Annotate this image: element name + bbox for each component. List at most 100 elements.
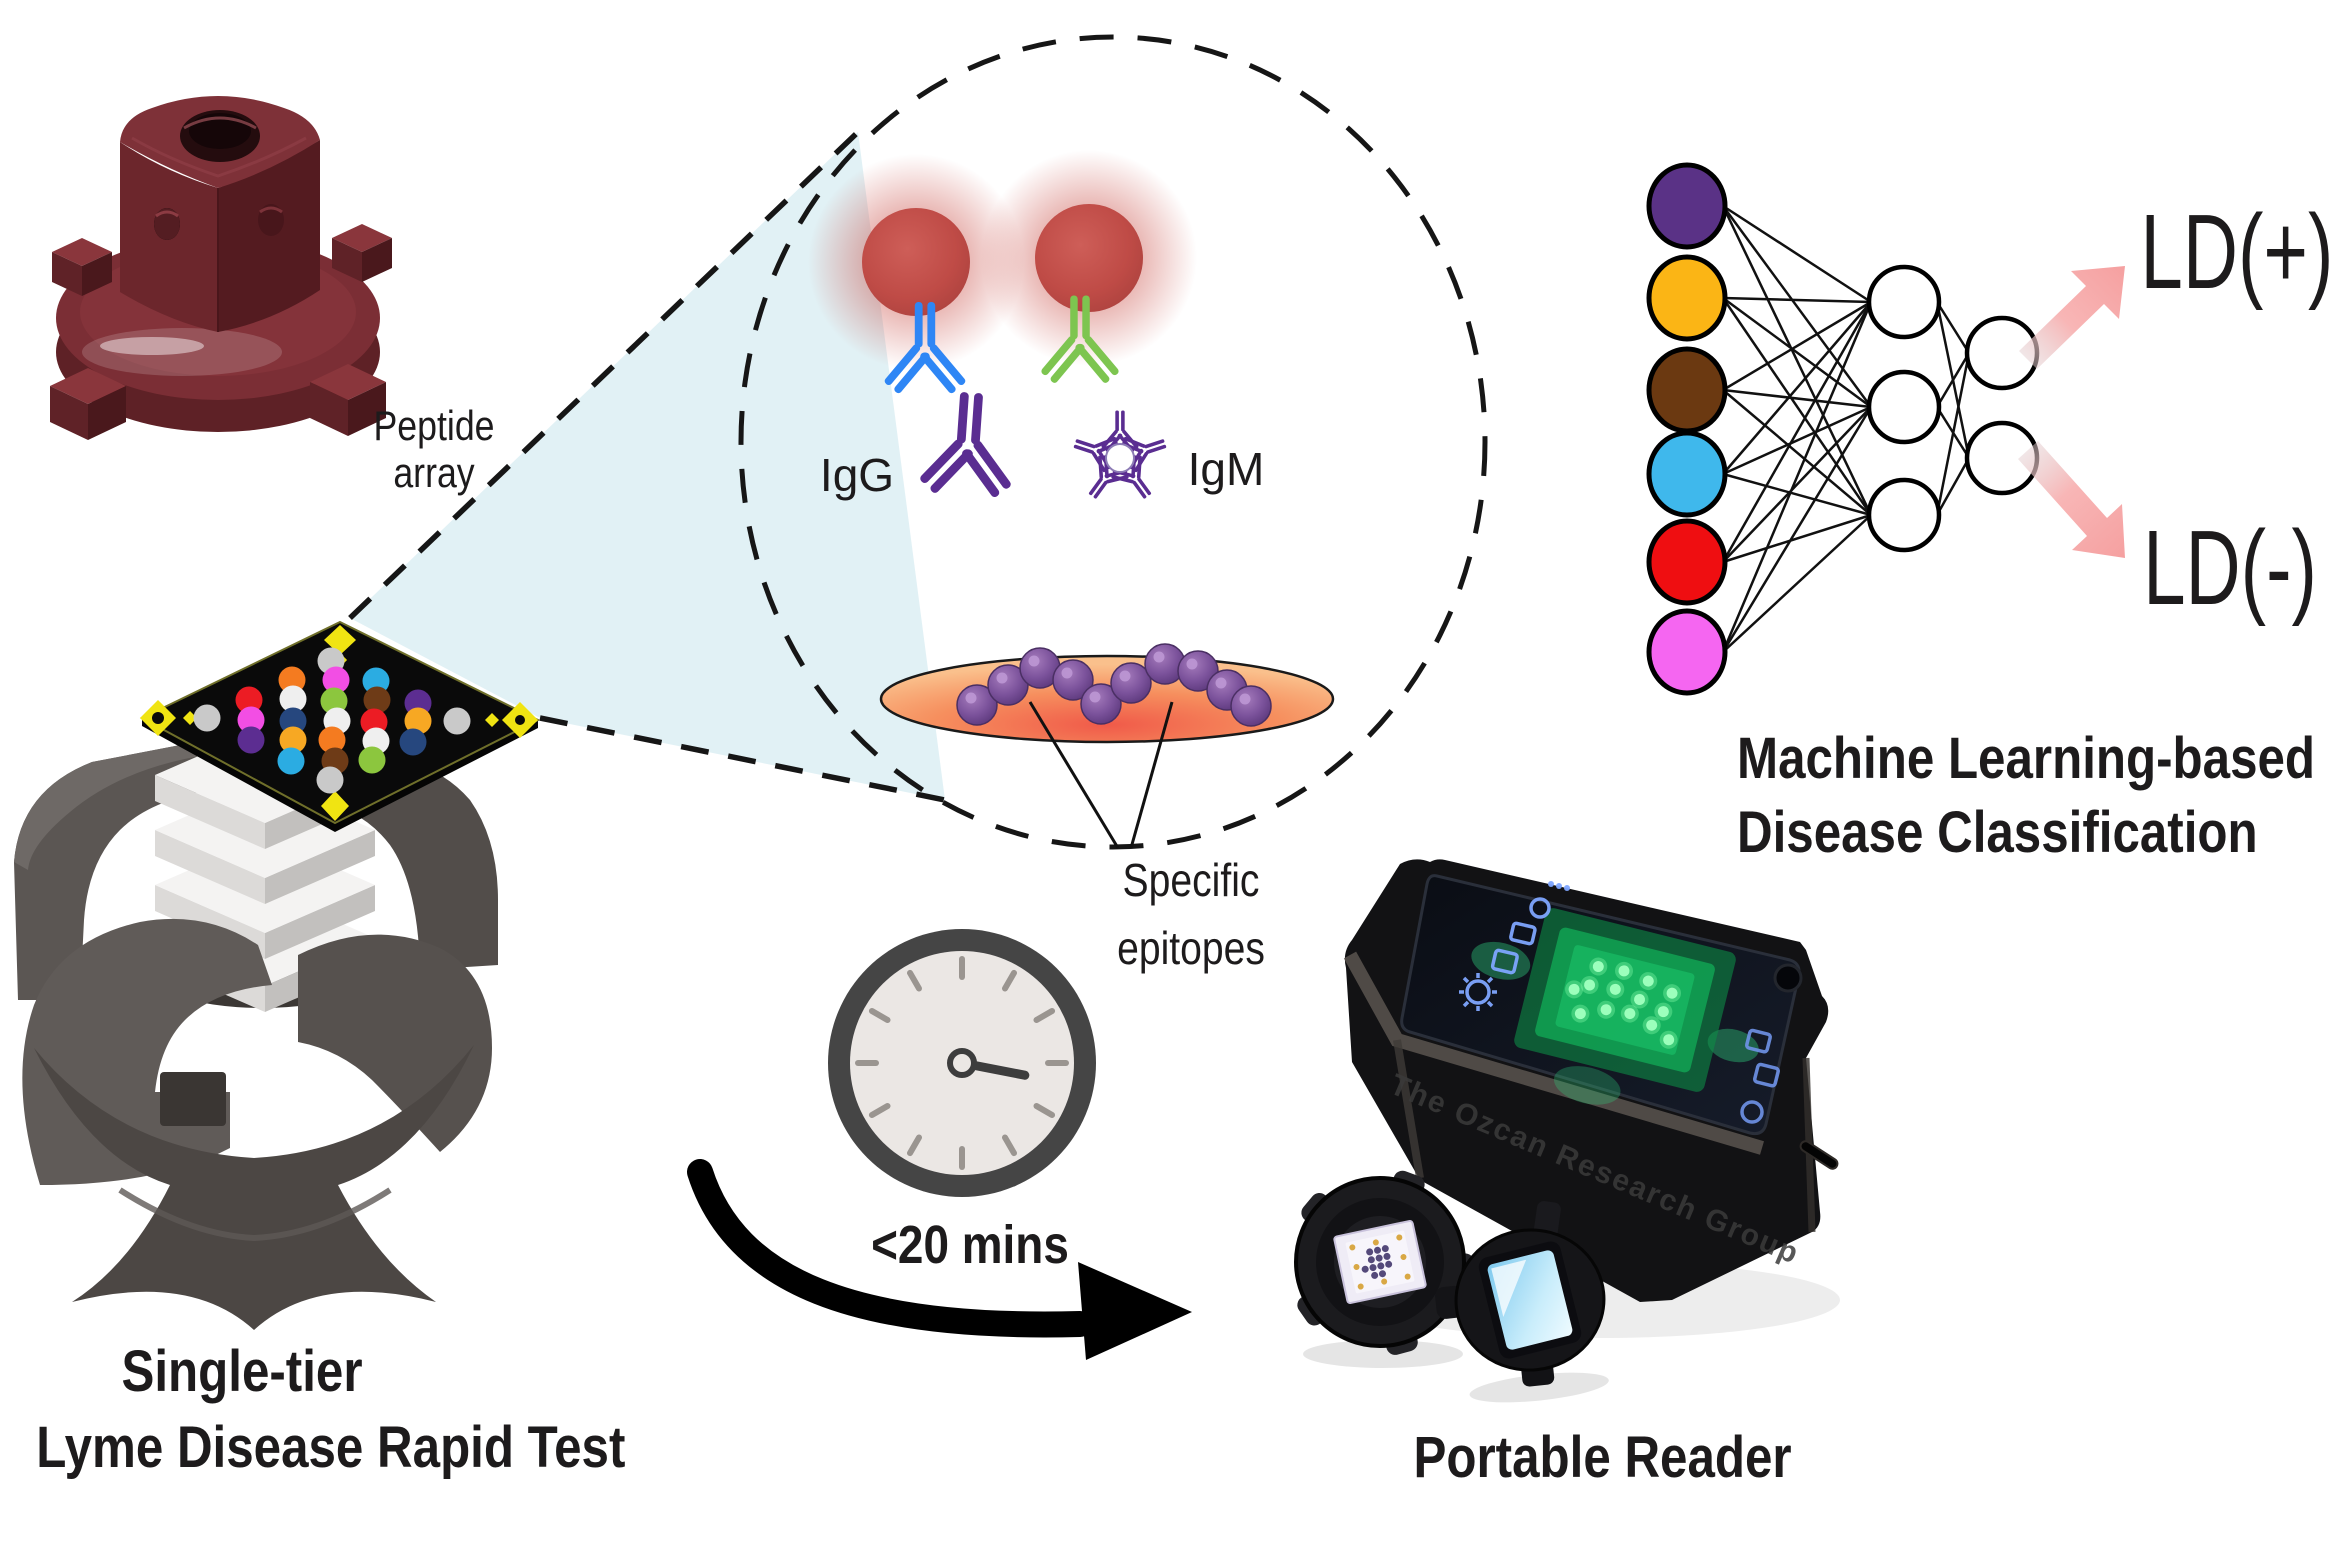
- screen-array-image: [1471, 908, 1759, 1105]
- assay-plate: [155, 775, 265, 849]
- ml-classification-title: Machine Learning-based Disease Classific…: [1737, 726, 2316, 865]
- cap-tab: [50, 368, 126, 440]
- gear-icon-teeth: [1459, 973, 1497, 1011]
- chip-spot: [1381, 1245, 1389, 1253]
- sample-cap: [50, 96, 392, 440]
- chip-spot: [1369, 1264, 1377, 1272]
- peptide-spot: [237, 706, 265, 734]
- fluorescent-dot: [1568, 983, 1580, 995]
- peptide-spot: [193, 704, 221, 732]
- chip-fiducial: [1349, 1244, 1356, 1251]
- igm-pentamer: [1073, 410, 1167, 499]
- peptide-spot: [318, 726, 346, 754]
- assay-time-label: <20 mins: [871, 1215, 1069, 1275]
- sample-cartridge-window: [1435, 1201, 1609, 1403]
- peptide-spot: [279, 726, 307, 754]
- peptide-spot: [362, 667, 390, 695]
- callout-cone-fill: [350, 132, 945, 800]
- nn-input-node: [1646, 254, 1728, 342]
- nn-input-node: [1646, 608, 1728, 696]
- peptide-spot: [278, 666, 306, 694]
- igg-detection-antibody: [884, 302, 966, 394]
- peptide-spot-grid: [193, 647, 471, 794]
- chip-spot: [1385, 1260, 1393, 1268]
- chip-fiducial: [1404, 1273, 1411, 1280]
- nn-edge: [1722, 300, 1872, 392]
- peptide-spot: [404, 707, 432, 735]
- epitope-pointer-line: [1028, 701, 1120, 849]
- ld-positive-label: LD(+): [2140, 193, 2334, 311]
- camera-icon: [1509, 921, 1537, 946]
- peptide-spot: [237, 726, 265, 754]
- cap-tab: [332, 224, 392, 282]
- nn-edge: [1722, 406, 1872, 563]
- nn-edge: [1721, 205, 1873, 516]
- igg-antibody: [920, 392, 1011, 498]
- igm-label: IgM: [1187, 443, 1265, 495]
- assay-plate: [265, 830, 375, 904]
- arrow-ld-positive: [2019, 266, 2125, 369]
- nn-input-node: [1646, 518, 1728, 606]
- peptide-array-label-line1: Peptide: [373, 402, 495, 449]
- screen-button-icon: [1745, 1028, 1772, 1054]
- chip-spot: [1371, 1271, 1379, 1279]
- dashed-circle: [738, 34, 1488, 850]
- nn-edge: [1722, 389, 1872, 516]
- nn-edge: [1722, 301, 1872, 475]
- nn-input-node: [1646, 162, 1728, 250]
- nn-input-node: [1646, 346, 1728, 434]
- specific-epitopes-label: Specific epitopes: [1117, 854, 1265, 974]
- fluorescent-dot: [1618, 965, 1630, 977]
- nn-hidden-node: [1866, 264, 1942, 340]
- fluorescent-dot: [1666, 987, 1678, 999]
- fluorescent-dot: [1584, 979, 1596, 991]
- screen-button-icon: [1753, 1062, 1780, 1088]
- chip-spot: [1378, 1270, 1386, 1278]
- epitope-bead-highlight: [1239, 693, 1251, 705]
- gear-icon: [1465, 979, 1491, 1005]
- shutter-icon: [1529, 897, 1551, 919]
- chip-spot: [1377, 1262, 1385, 1270]
- cartridge-chip: [1333, 1219, 1427, 1305]
- peptide-spot: [277, 747, 305, 775]
- clock-tick: [868, 1008, 891, 1023]
- clock-pivot: [947, 1048, 977, 1078]
- nn-edge: [1722, 472, 1872, 517]
- epitope-bead-highlight: [1153, 651, 1165, 663]
- nn-edges: [1721, 204, 1971, 653]
- cap-tab: [52, 238, 112, 296]
- peptide-spot: [235, 686, 263, 714]
- nn-edge: [1935, 352, 1971, 408]
- chip-spot: [1383, 1252, 1391, 1260]
- cartridge-blue-window: [1478, 1241, 1582, 1359]
- fluorescent-dot: [1646, 1019, 1658, 1031]
- cap-tab: [310, 364, 386, 436]
- portable-reader-device: The Ozcan Research Group: [1294, 859, 1840, 1403]
- ld-negative-label: LD(-): [2143, 509, 2317, 627]
- chip-fiducial: [1396, 1234, 1403, 1241]
- chip-spot: [1375, 1254, 1383, 1262]
- portable-reader-caption: Portable Reader: [1413, 1425, 1792, 1490]
- nn-hidden-node: [1866, 369, 1942, 445]
- clock-tick: [907, 969, 922, 992]
- epitope-bead-chain: [956, 643, 1272, 727]
- epitope-bead-highlight: [1215, 677, 1227, 689]
- clock-tick: [868, 1103, 891, 1118]
- nn-edge: [1722, 204, 1872, 304]
- rapid-test-caption: Single-tier Lyme Disease Rapid Test: [36, 1339, 626, 1480]
- fluorescent-dot: [1624, 1008, 1636, 1020]
- peptide-spot: [279, 685, 307, 713]
- gallery-icon: [1490, 948, 1519, 975]
- peptide-spot: [279, 707, 307, 735]
- fluorescent-dot: [1634, 994, 1646, 1006]
- arrow-ld-negative: [2018, 441, 2125, 558]
- fluorescent-dot: [1609, 983, 1621, 995]
- fluorescent-dot: [1574, 1008, 1586, 1020]
- epitope-bead-highlight: [1119, 670, 1131, 682]
- nn-edge: [1722, 296, 1872, 304]
- nn-edge: [1935, 352, 1971, 516]
- epitope-bead: [1230, 685, 1272, 727]
- peptide-array-chip: [139, 620, 541, 832]
- epitope-bead-highlight: [1186, 658, 1198, 670]
